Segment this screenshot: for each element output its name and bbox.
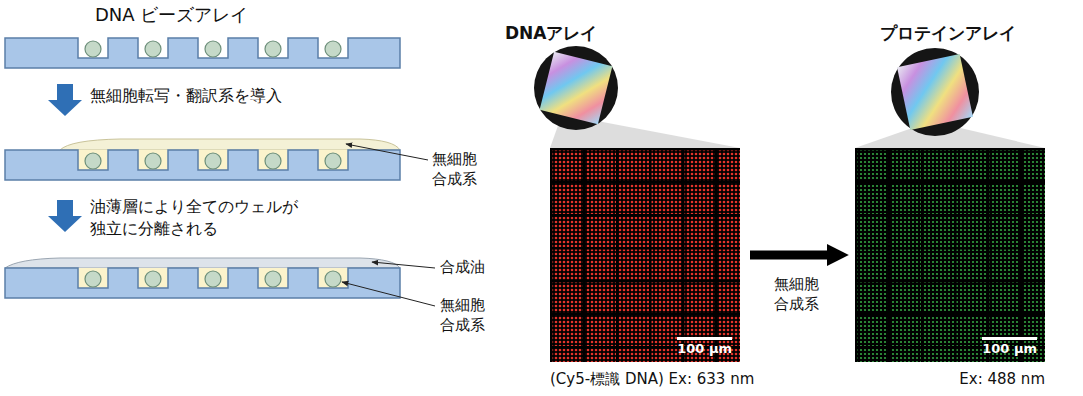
array-with-cellfree-layer xyxy=(5,139,400,180)
scale-bar-label: 100 µm xyxy=(677,337,732,356)
array-heading: プロテインアレイ xyxy=(880,22,1016,44)
chip-photo xyxy=(534,46,618,130)
part-label: 無細胞 合成系 xyxy=(440,296,491,335)
excitation-caption: Ex: 488 nm xyxy=(959,370,1045,390)
figure-title: DNA ビーズアレイ xyxy=(95,3,248,26)
step-note: 油薄層により全てのウェルが 独立に分離される xyxy=(90,196,314,241)
process-arrow xyxy=(750,251,829,260)
leader-line xyxy=(372,262,435,268)
array-heading: DNAアレイ xyxy=(505,22,598,44)
down-arrow xyxy=(48,84,82,116)
fluorescence-image-red xyxy=(550,148,740,362)
dna-array-image: DNAアレイ100 µm(Cy5-標識 DNA) Ex: 633 nm xyxy=(550,148,740,362)
leader-line xyxy=(346,144,428,160)
part-label: 無細胞 合成系 xyxy=(432,150,483,189)
leader-line xyxy=(342,282,435,306)
step-note: 無細胞転写・翻訳系を導入 xyxy=(90,86,282,107)
chip-photo xyxy=(891,48,979,136)
protein-array-image: プロテインアレイ100 µmEx: 488 nm xyxy=(855,148,1045,362)
excitation-caption: (Cy5-標識 DNA) Ex: 633 nm xyxy=(550,370,754,390)
down-arrow xyxy=(48,200,82,232)
array-with-oil-layer xyxy=(5,258,400,298)
edge-label: 無細胞 合成系 xyxy=(774,275,825,314)
scale-bar-label: 100 µm xyxy=(982,337,1037,356)
bead-array-section xyxy=(5,38,400,68)
fluorescence-image-green xyxy=(855,148,1045,362)
part-label: 合成油 xyxy=(440,258,485,278)
